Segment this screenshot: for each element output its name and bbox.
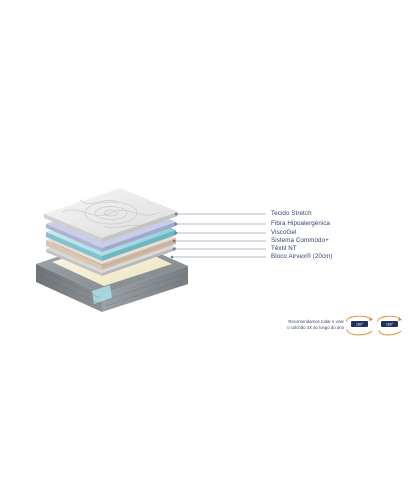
flip-arrow-icon: 180° (377, 315, 402, 336)
label-tecido-stretch: Tecido Stretch (271, 210, 312, 217)
layer-tecido-stretch (44, 188, 178, 242)
rotation-note-line1: Recomendamos rodar e virar (288, 319, 344, 324)
label-bloco-airvex: Bloco Airvex® (20cm) (271, 253, 333, 260)
rotate-arrow-icon: 180° (346, 315, 373, 336)
label-viscogel: ViscoGel (271, 229, 297, 236)
leader-lines (170, 212, 266, 259)
rotation-note-line2: o colchão 4X ao longo do ano (287, 325, 344, 330)
flip-badge-text: 180° (386, 323, 394, 327)
label-fibra-hipoalergenica: Fibra Hipoalergénica (271, 220, 331, 227)
rotate-badge-text: 180° (356, 323, 364, 327)
label-textil-nt: Têxtil NT (271, 245, 297, 252)
label-sistema-commodo: Sistema Commodo+ (271, 237, 329, 244)
rotation-note: Recomendamos rodar e virar o colchão 4X … (268, 319, 344, 331)
